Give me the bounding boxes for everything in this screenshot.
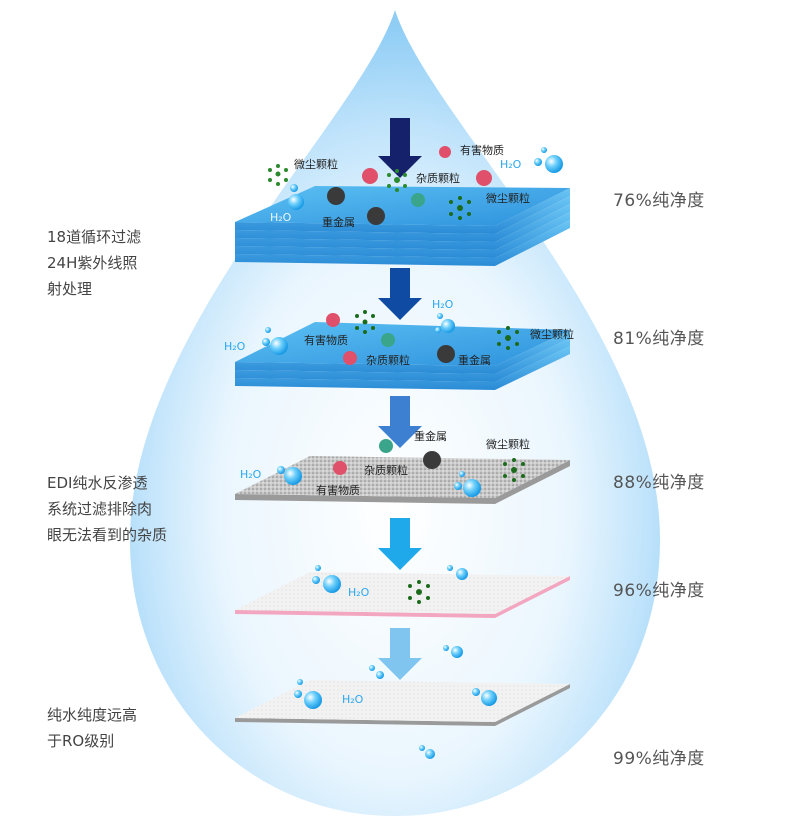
harmful-substance-icon: [343, 351, 357, 365]
filter-layer-3: [235, 456, 570, 504]
water-bubble-icon: [451, 646, 463, 658]
water-bubble-icon: [323, 575, 341, 593]
water-bubble-icon: [277, 466, 285, 474]
dust-particle-icon: [449, 196, 471, 220]
harmful-substance-icon: [333, 461, 347, 475]
arrow-down-icon: [378, 518, 422, 570]
harmful-substance-icon: [439, 146, 451, 158]
label-harmful: 有害物质: [460, 143, 504, 157]
heavy-metal-icon: [423, 451, 441, 469]
arrow-down-icon: [378, 268, 422, 320]
arrow-down-icon: [378, 118, 422, 178]
filter-layer-4: [235, 572, 570, 618]
dust-particle-icon: [387, 169, 407, 192]
label-dust: 微尘颗粒: [530, 327, 574, 341]
dust-particle-icon: [355, 310, 375, 334]
water-bubble-icon: [534, 158, 542, 166]
water-bubble-icon: [265, 327, 271, 333]
heavy-metal-icon: [437, 345, 455, 363]
water-bubble-icon: [294, 690, 302, 698]
water-bubble-icon: [297, 679, 303, 685]
label-dust: 微尘颗粒: [486, 191, 530, 205]
water-bubble-icon: [456, 568, 468, 580]
purity-label-5: 99%纯净度: [613, 749, 705, 769]
label-h2o: H₂O: [270, 211, 292, 224]
harmful-substance-icon: [326, 313, 340, 327]
water-bubble-icon: [419, 745, 425, 751]
label-heavy-metal: 重金属: [458, 353, 491, 367]
label-h2o: H₂O: [348, 586, 370, 599]
dust-particle-icon: [408, 580, 430, 604]
harmful-substance-icon: [362, 168, 378, 184]
label-h2o: H₂O: [240, 468, 262, 481]
filter-layer-5: [235, 680, 570, 726]
dust-particle-icon: [497, 326, 519, 350]
label-heavy-metal: 重金属: [322, 215, 355, 229]
label-h2o: H₂O: [342, 693, 364, 706]
label-harmful: 有害物质: [316, 483, 360, 497]
purity-label-2: 81%纯净度: [613, 329, 705, 349]
label-impurity: 杂质颗粒: [366, 353, 410, 367]
water-bubble-icon: [290, 184, 298, 192]
water-bubble-icon: [545, 155, 563, 173]
label-dust: 微尘颗粒: [486, 437, 530, 451]
water-bubble-icon: [435, 327, 441, 333]
water-bubble-icon: [481, 690, 497, 706]
impurity-particle-icon: [411, 193, 425, 207]
dust-particle-icon: [268, 164, 288, 186]
water-bubble-icon: [425, 749, 435, 759]
heavy-metal-icon: [327, 187, 345, 205]
label-impurity: 杂质颗粒: [364, 463, 408, 477]
note-purity: 纯水纯度远高 于RO级别: [47, 706, 138, 750]
harmful-substance-icon: [476, 170, 492, 186]
water-bubble-icon: [541, 147, 547, 153]
water-bubble-icon: [437, 313, 443, 319]
water-bubble-icon: [441, 319, 455, 333]
water-bubble-icon: [262, 338, 270, 346]
impurity-particle-icon: [381, 333, 395, 347]
label-heavy-metal: 重金属: [414, 429, 447, 443]
water-bubble-icon: [270, 337, 288, 355]
impurity-particle-icon: [379, 439, 393, 453]
label-impurity: 杂质颗粒: [416, 171, 460, 185]
label-dust: 微尘颗粒: [294, 157, 338, 171]
water-bubble-icon: [463, 479, 481, 497]
water-bubble-icon: [472, 688, 480, 696]
purity-label-4: 96%纯净度: [613, 581, 705, 601]
water-bubble-icon: [284, 467, 302, 485]
heavy-metal-icon: [367, 207, 385, 225]
note-edi: EDI纯水反渗透 系统过滤排除肉 眼无法看到的杂质: [47, 474, 168, 544]
label-h2o: H₂O: [432, 298, 454, 311]
arrow-down-icon: [378, 628, 422, 680]
dust-particle-icon: [503, 458, 525, 482]
water-bubble-icon: [369, 665, 375, 671]
water-bubble-icon: [454, 482, 462, 490]
water-bubble-icon: [312, 576, 320, 584]
water-bubble-icon: [315, 565, 321, 571]
purity-label-1: 76%纯净度: [613, 191, 705, 211]
water-bubble-icon: [447, 565, 453, 571]
label-h2o: H₂O: [224, 340, 246, 353]
note-filtration: 18道循环过滤 24H紫外线照 射处理: [47, 228, 142, 298]
filter-layer-1: [235, 186, 570, 266]
filter-layer-2: [235, 322, 570, 390]
water-bubble-icon: [443, 645, 449, 651]
water-bubble-icon: [459, 471, 465, 477]
label-h2o: H₂O: [500, 158, 522, 171]
label-harmful: 有害物质: [304, 333, 348, 347]
water-bubble-icon: [376, 671, 384, 679]
water-bubble-icon: [288, 194, 304, 210]
purity-label-3: 88%纯净度: [613, 473, 705, 493]
arrow-down-icon: [378, 396, 422, 448]
water-bubble-icon: [304, 691, 322, 709]
